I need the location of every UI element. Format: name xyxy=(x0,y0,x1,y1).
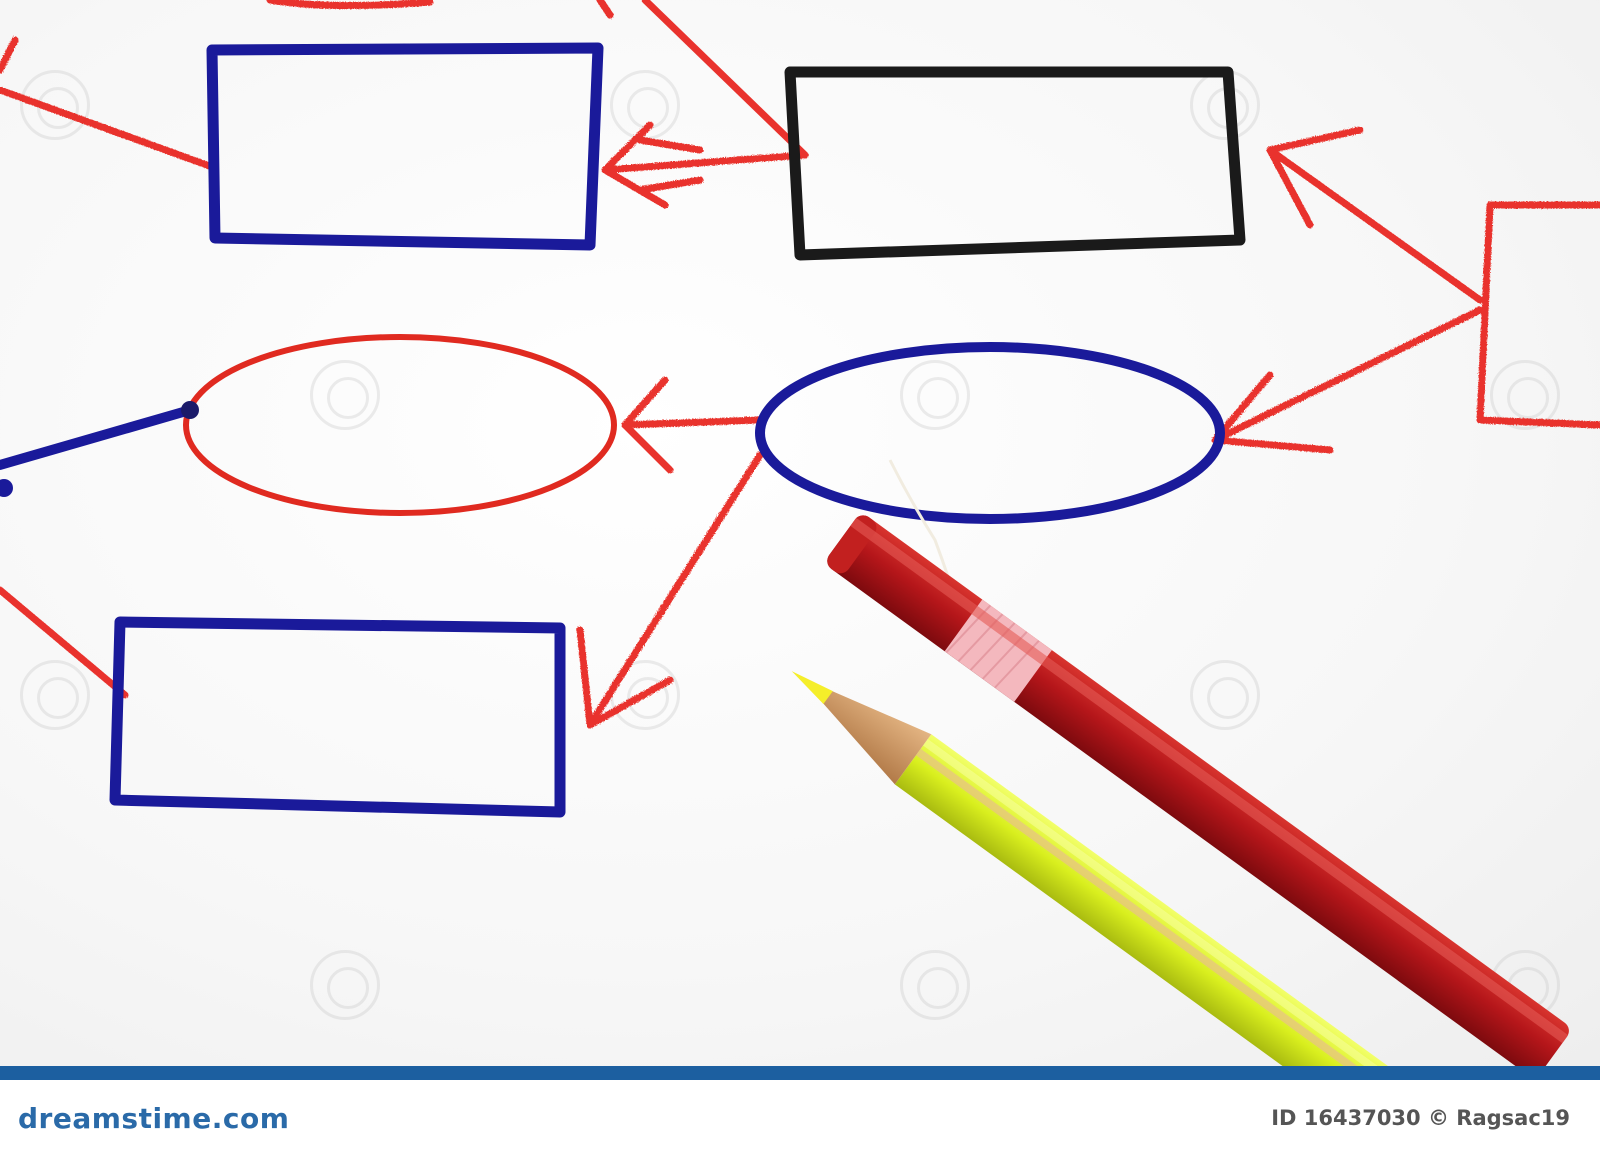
watermark-logo xyxy=(900,950,970,1020)
blue-rectangle-bottom-left xyxy=(109,616,566,818)
footer-stripe xyxy=(0,1066,1600,1080)
blue-oval-middle-right xyxy=(755,342,1225,524)
watermark-logo xyxy=(900,360,970,430)
footer-bar: dreamstime.com ID 16437030 © Ragsac19 xyxy=(0,1066,1600,1157)
watermark-logo xyxy=(310,950,380,1020)
red-oval-middle-left xyxy=(183,334,617,516)
watermark-logo xyxy=(20,660,90,730)
black-rectangle-top-right xyxy=(784,66,1246,261)
watermark-logo xyxy=(20,70,90,140)
yellow-pencil xyxy=(791,671,1514,1066)
flowchart-photo xyxy=(0,0,1600,1066)
blue-connector-line xyxy=(0,401,199,497)
watermark-logo xyxy=(1190,660,1260,730)
blue-rectangle-top-left xyxy=(206,42,604,251)
red-crayon-arrows xyxy=(0,0,1600,729)
red-pencil xyxy=(827,515,1569,1066)
watermark-logo xyxy=(1490,360,1560,430)
brand-logo-text[interactable]: dreamstime.com xyxy=(18,1102,290,1135)
drawing-canvas xyxy=(0,0,1600,1066)
image-credit: ID 16437030 © Ragsac19 xyxy=(1271,1106,1570,1130)
watermark-logo xyxy=(310,360,380,430)
